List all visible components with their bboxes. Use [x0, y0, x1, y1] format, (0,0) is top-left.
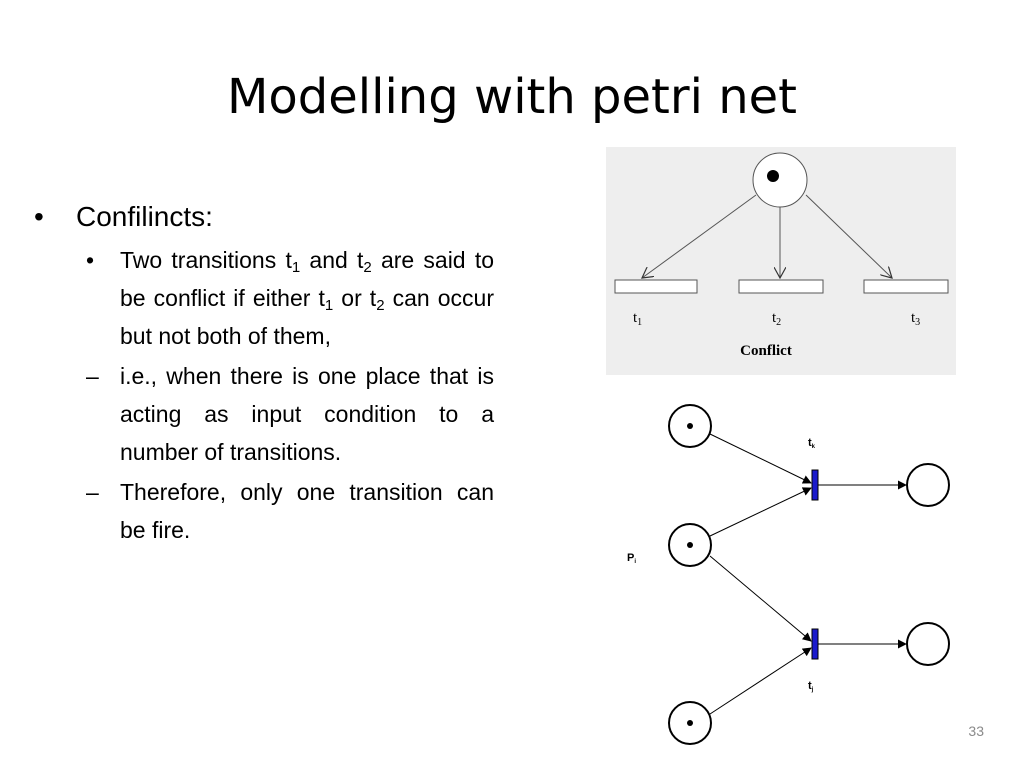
place-output-j	[906, 622, 950, 666]
dash-item-therefore: – Therefore, only one transition can be …	[86, 473, 494, 549]
arc-to-t3	[805, 194, 892, 278]
place-node	[752, 152, 808, 208]
transition-t2	[738, 279, 824, 294]
petri-net-diagram: tk Pi tj	[627, 404, 950, 745]
arc-bottom-to-tj	[709, 647, 812, 715]
dash-text: Therefore, only one transition can be fi…	[120, 479, 494, 543]
transition-t1	[614, 279, 698, 294]
transition-tj	[811, 628, 819, 660]
arc-top-to-tk	[709, 433, 812, 484]
dash-text: i.e., when there is one place that is ac…	[120, 363, 494, 465]
label-t1: t1	[633, 310, 642, 328]
bullet-dot: •	[34, 201, 44, 232]
slide-body: • Confilincts: • Two transitions t1 and …	[34, 195, 494, 551]
label-pi: Pi	[627, 552, 636, 565]
arc-pi-to-tk	[709, 487, 812, 537]
dash-marker: –	[86, 479, 99, 505]
label-t2: t2	[772, 310, 781, 328]
token-dot	[687, 542, 693, 548]
label-tk: tk	[808, 437, 816, 450]
bullet-text: Confilincts:	[76, 201, 213, 232]
dash-marker: –	[86, 363, 99, 389]
conflict-diagram: t1 t2 t3 Conflict	[606, 147, 956, 375]
bullet-conflicts: • Confilincts:	[34, 195, 494, 239]
transition-t3	[863, 279, 949, 294]
place-output-k	[906, 463, 950, 507]
token-dot	[767, 170, 779, 182]
slide-title: Modelling with petri net	[227, 69, 797, 125]
bullet-dot: •	[86, 247, 95, 273]
page-number: 33	[968, 723, 984, 739]
arc-to-t1	[642, 194, 757, 278]
dash-item-ie: – i.e., when there is one place that is …	[86, 357, 494, 471]
token-dot	[687, 720, 693, 726]
transition-tk	[811, 469, 819, 501]
figure-caption: Conflict	[740, 343, 792, 359]
label-tj: tj	[808, 680, 814, 693]
sub-bullet-definition: • Two transitions t1 and t2 are said to …	[86, 241, 494, 355]
label-t3: t3	[911, 310, 920, 328]
arc-pi-to-tj	[709, 555, 812, 642]
token-dot	[687, 423, 693, 429]
